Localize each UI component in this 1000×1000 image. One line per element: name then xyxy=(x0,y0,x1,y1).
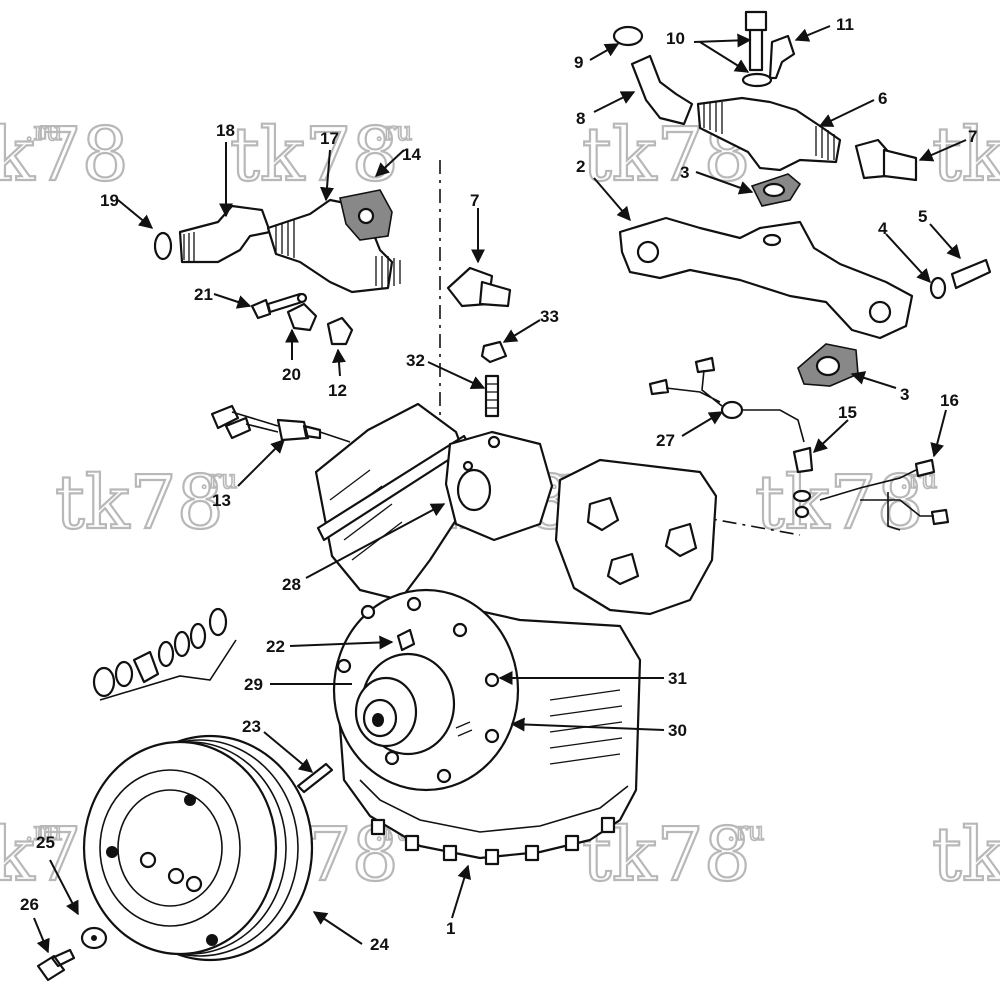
key-22 xyxy=(396,628,416,652)
cylinder-bank-right xyxy=(554,458,718,616)
cap-33 xyxy=(480,340,508,364)
callout-4: 4 xyxy=(878,219,888,238)
callout-24: 24 xyxy=(370,935,389,954)
callout-11: 11 xyxy=(836,15,854,34)
watermark-5-suffix: .ru xyxy=(200,465,237,495)
bolt-26 xyxy=(36,948,76,982)
callout-labels: 1 2 3 3 4 5 6 7 7 8 9 10 11 12 13 14 15 … xyxy=(20,15,977,954)
callout-1: 1 xyxy=(446,919,455,938)
watermark-2-suffix: .ru xyxy=(375,117,412,147)
bolt-5 xyxy=(950,258,992,290)
right-manifold-group xyxy=(612,10,992,387)
callout-15: 15 xyxy=(838,403,857,422)
callout-28: 28 xyxy=(282,575,301,594)
callout-23: 23 xyxy=(242,717,261,736)
watermark-1: tk78 xyxy=(0,112,129,198)
callout-20: 20 xyxy=(282,365,301,384)
callout-33: 33 xyxy=(540,307,559,326)
harness-16 xyxy=(914,458,950,526)
watermark-2: tk78 xyxy=(230,112,399,198)
callout-18: 18 xyxy=(216,121,235,140)
tee-manifold-6-threads xyxy=(703,102,835,160)
fitting-20 xyxy=(286,302,318,332)
center-head xyxy=(444,430,554,542)
washer-4 xyxy=(929,276,947,300)
watermark-8-suffix: .ru xyxy=(25,817,62,847)
callout-31: 31 xyxy=(668,669,687,688)
washer-10 xyxy=(741,72,773,88)
manifold-17-threads xyxy=(275,220,401,288)
callout-21: 21 xyxy=(194,285,213,304)
callout-9: 9 xyxy=(574,53,583,72)
callout-19: 19 xyxy=(100,191,119,210)
bolt-10 xyxy=(744,10,768,72)
callout-7-right: 7 xyxy=(968,127,977,146)
washer-15 xyxy=(792,489,812,503)
watermark-1-suffix: .ru xyxy=(25,117,62,147)
manifold-2 xyxy=(618,216,914,340)
callout-16: 16 xyxy=(940,391,959,410)
callout-2: 2 xyxy=(576,157,585,176)
grommet-27 xyxy=(720,400,744,420)
callout-5: 5 xyxy=(918,207,927,226)
callout-14: 14 xyxy=(402,145,421,164)
cylinder-bank-left xyxy=(314,402,472,602)
callout-26: 26 xyxy=(20,895,39,914)
left-manifold-group xyxy=(153,189,512,346)
tee-manifold-6 xyxy=(696,96,842,172)
o-ring-19 xyxy=(153,231,173,261)
key-23 xyxy=(296,762,334,794)
callout-25: 25 xyxy=(36,833,55,852)
callout-3-upper: 3 xyxy=(680,163,689,182)
fitting-11 xyxy=(768,34,796,80)
switch-13 xyxy=(210,404,252,440)
plate-bolts-31 xyxy=(336,596,500,784)
sensor-group xyxy=(210,356,950,531)
callout-12: 12 xyxy=(328,381,347,400)
elbow-18-threads xyxy=(183,232,195,262)
callout-22: 22 xyxy=(266,637,285,656)
elbow-8 xyxy=(630,54,694,126)
o-ring-9 xyxy=(612,25,644,47)
watermark-10-suffix: .ru xyxy=(727,817,764,847)
callout-32: 32 xyxy=(406,351,425,370)
leader-lines xyxy=(33,25,967,954)
callout-7-left: 7 xyxy=(470,191,479,210)
callout-13: 13 xyxy=(212,491,231,510)
callout-8: 8 xyxy=(576,109,585,128)
callout-3-lower: 3 xyxy=(900,385,909,404)
watermark-7: tk78 xyxy=(755,460,924,546)
seal-parts-29 xyxy=(92,607,237,701)
callout-17: 17 xyxy=(320,129,339,148)
callout-30: 30 xyxy=(668,721,687,740)
stud-32 xyxy=(484,374,500,418)
nut-12 xyxy=(326,316,354,346)
sensor-15 xyxy=(792,446,814,474)
base-bolts xyxy=(370,816,616,866)
pulley-24 xyxy=(82,734,314,962)
watermark-11: tk78 xyxy=(932,812,1000,898)
callout-6: 6 xyxy=(878,89,887,108)
callout-10: 10 xyxy=(666,29,685,48)
callout-29: 29 xyxy=(244,675,263,694)
watermark-5: tk78 xyxy=(55,460,224,546)
harness-27 xyxy=(648,356,716,396)
callout-27: 27 xyxy=(656,431,675,450)
compressor-body xyxy=(314,340,718,866)
watermark-4: tk78 xyxy=(932,112,1000,198)
